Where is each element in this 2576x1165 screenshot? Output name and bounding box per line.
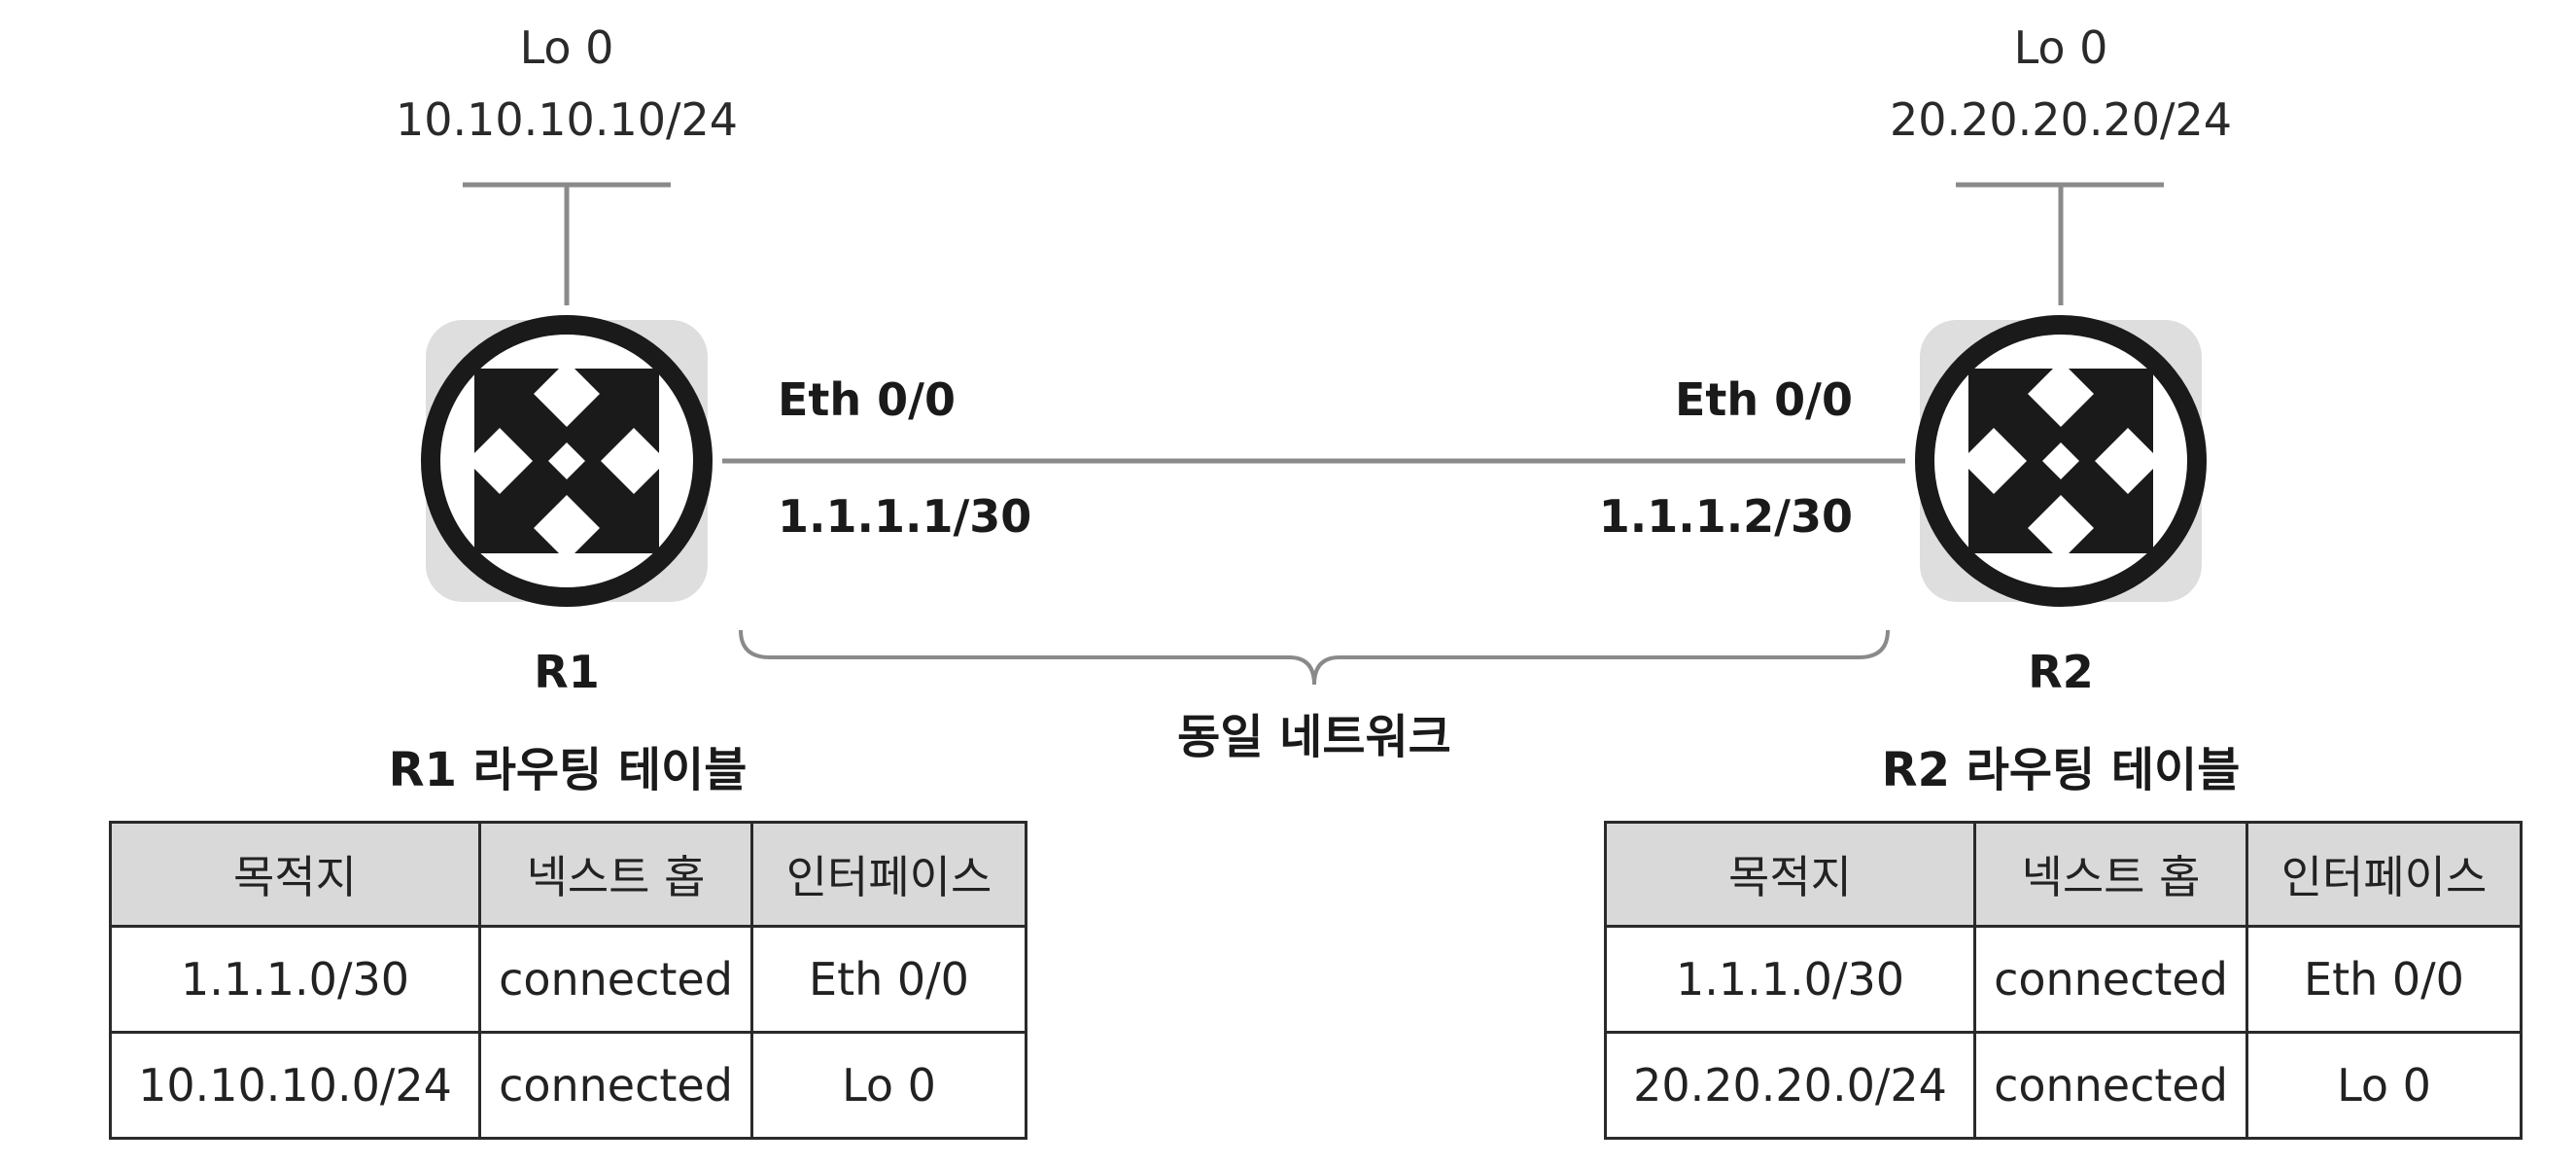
header-interface: 인터페이스 <box>750 821 1027 928</box>
header-destination: 목적지 <box>1604 821 1976 928</box>
r1-loopback-ip: 10.10.10.10/24 <box>395 93 739 146</box>
table-row: 1.1.1.0/30 connected Eth 0/0 <box>109 925 1027 1034</box>
r2-interface-ip: 1.1.1.2/30 <box>1598 490 1853 543</box>
header-next-hop: 넥스트 홉 <box>1973 821 2248 928</box>
table-header-row: 목적지 넥스트 홉 인터페이스 <box>1604 821 2523 928</box>
r1-name: R1 <box>534 646 600 698</box>
r1-loopback-name: Lo 0 <box>519 21 614 74</box>
header-destination: 목적지 <box>109 821 481 928</box>
r2-router-icon <box>1905 305 2216 617</box>
same-network-label: 동일 네트워크 <box>1177 710 1451 764</box>
r1-router-icon <box>411 305 722 617</box>
cell-next-hop: connected <box>478 925 753 1034</box>
cell-interface: Lo 0 <box>750 1031 1027 1140</box>
table-row: 1.1.1.0/30 connected Eth 0/0 <box>1604 925 2523 1034</box>
r2-name: R2 <box>2028 646 2094 698</box>
table-row: 20.20.20.0/24 connected Lo 0 <box>1604 1031 2523 1140</box>
table-header-row: 목적지 넥스트 홉 인터페이스 <box>109 821 1027 928</box>
r2-table-title: R2 라우팅 테이블 <box>1881 743 2241 797</box>
cell-destination: 1.1.1.0/30 <box>1604 925 1976 1034</box>
header-next-hop: 넥스트 홉 <box>478 821 753 928</box>
cell-interface: Eth 0/0 <box>2245 925 2523 1034</box>
cell-destination: 1.1.1.0/30 <box>109 925 481 1034</box>
cell-destination: 20.20.20.0/24 <box>1604 1031 1976 1140</box>
cell-destination: 10.10.10.0/24 <box>109 1031 481 1140</box>
r2-interface-name: Eth 0/0 <box>1675 373 1853 426</box>
cell-next-hop: connected <box>478 1031 753 1140</box>
r1-interface-ip: 1.1.1.1/30 <box>778 490 1032 543</box>
cell-next-hop: connected <box>1973 1031 2248 1140</box>
cell-interface: Lo 0 <box>2245 1031 2523 1140</box>
r2-routing-table: 목적지 넥스트 홉 인터페이스 1.1.1.0/30 connected Eth… <box>1604 821 2523 1140</box>
same-network-brace <box>739 629 1890 686</box>
table-row: 10.10.10.0/24 connected Lo 0 <box>109 1031 1027 1140</box>
r1-interface-name: Eth 0/0 <box>778 373 956 426</box>
cell-interface: Eth 0/0 <box>750 925 1027 1034</box>
r2-loopback-name: Lo 0 <box>2013 21 2108 74</box>
header-interface: 인터페이스 <box>2245 821 2523 928</box>
r1-table-title: R1 라우팅 테이블 <box>388 743 748 797</box>
r1-routing-table: 목적지 넥스트 홉 인터페이스 1.1.1.0/30 connected Eth… <box>109 821 1027 1140</box>
r2-loopback-ip: 20.20.20.20/24 <box>1889 93 2233 146</box>
cell-next-hop: connected <box>1973 925 2248 1034</box>
